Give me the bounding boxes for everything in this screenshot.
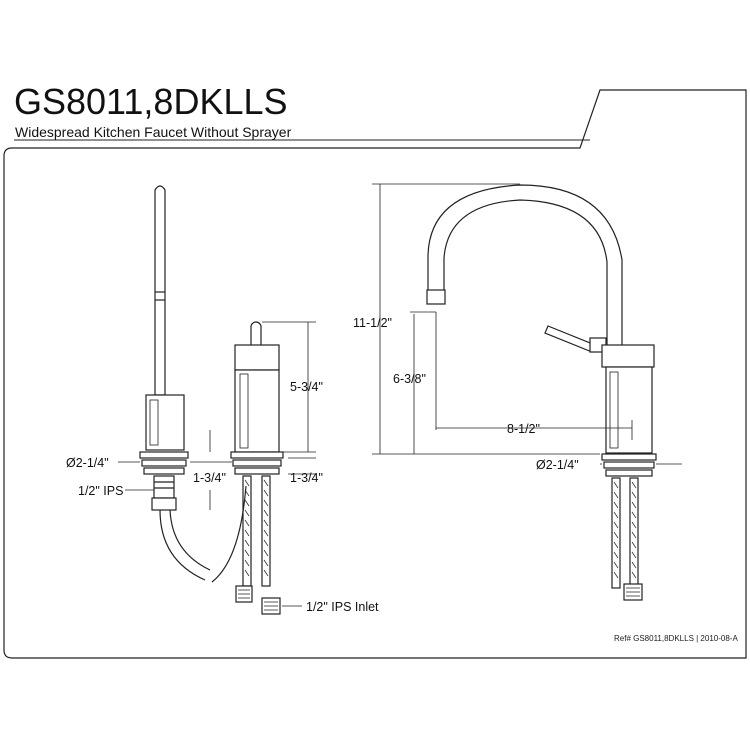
overall-height-label: 11-1/2" bbox=[353, 316, 392, 330]
left-dimension-lines bbox=[118, 430, 232, 510]
ips-inlet-label: 1/2" IPS Inlet bbox=[306, 600, 379, 614]
front-view-faucet bbox=[426, 184, 657, 601]
drawing-reference: Ref# GS8011,8DKLLS | 2010-08-A bbox=[614, 634, 738, 643]
left-base-diameter-label: Ø2-1/4" bbox=[66, 456, 109, 470]
deck-thickness-b-label: 1-3/4" bbox=[290, 471, 323, 485]
right-dimension-lines bbox=[372, 183, 682, 465]
drawing-frame bbox=[6, 96, 565, 142]
deck-thickness-a-label: 1-3/4" bbox=[193, 471, 226, 485]
model-number: GS8011,8DKLLS bbox=[14, 81, 288, 122]
side-view-faucet bbox=[139, 185, 211, 581]
frame-border bbox=[3, 89, 747, 659]
spout-reach-label: 8-1/2" bbox=[507, 422, 540, 436]
right-base-diameter-label: Ø2-1/4" bbox=[536, 458, 579, 472]
left-ips-label: 1/2" IPS bbox=[78, 484, 123, 498]
handle-valve-view bbox=[211, 321, 284, 615]
spout-height-label: 6-3/8" bbox=[393, 372, 426, 386]
handle-height-label: 5-3/4" bbox=[290, 380, 323, 394]
middle-dimension-lines bbox=[262, 321, 316, 607]
product-description: Widespread Kitchen Faucet Without Spraye… bbox=[15, 124, 292, 140]
